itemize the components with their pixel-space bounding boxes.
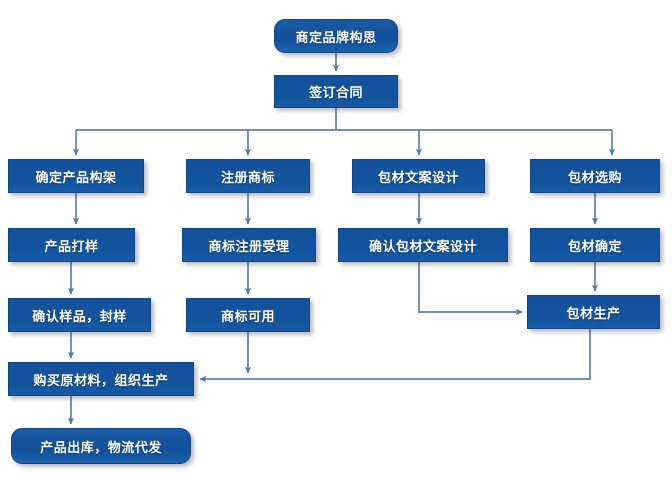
- node-trademark-registration-accepted[interactable]: 商标注册受理: [182, 228, 316, 262]
- node-brand-ideation[interactable]: 商定品牌构思: [274, 19, 398, 53]
- node-packaging-copy-design[interactable]: 包材文案设计: [352, 159, 485, 193]
- node-packaging-confirmed[interactable]: 包材确定: [530, 228, 660, 262]
- arrow-packaging-production-to-purchase-materials: [199, 329, 591, 383]
- arrow-confirm-copy-to-confirm-production: [418, 262, 523, 316]
- node-confirm-packaging-copy-design[interactable]: 确认包材文案设计: [338, 228, 508, 262]
- node-packaging-production[interactable]: 包材生产: [527, 295, 660, 329]
- node-sign-contract[interactable]: 签订合同: [274, 75, 398, 108]
- node-trademark-available[interactable]: 商标可用: [186, 298, 310, 332]
- node-packaging-purchase[interactable]: 包材选购: [530, 159, 660, 193]
- node-product-outbound-logistics[interactable]: 产品出库，物流代发: [11, 428, 191, 464]
- node-product-sampling[interactable]: 产品打样: [8, 228, 135, 262]
- node-purchase-materials-organize-production[interactable]: 购买原材料，组织生产: [8, 362, 194, 396]
- node-define-product-frame[interactable]: 确定产品构架: [8, 159, 144, 193]
- node-confirm-sample-seal[interactable]: 确认样品，封样: [8, 298, 151, 332]
- node-register-trademark[interactable]: 注册商标: [186, 159, 310, 193]
